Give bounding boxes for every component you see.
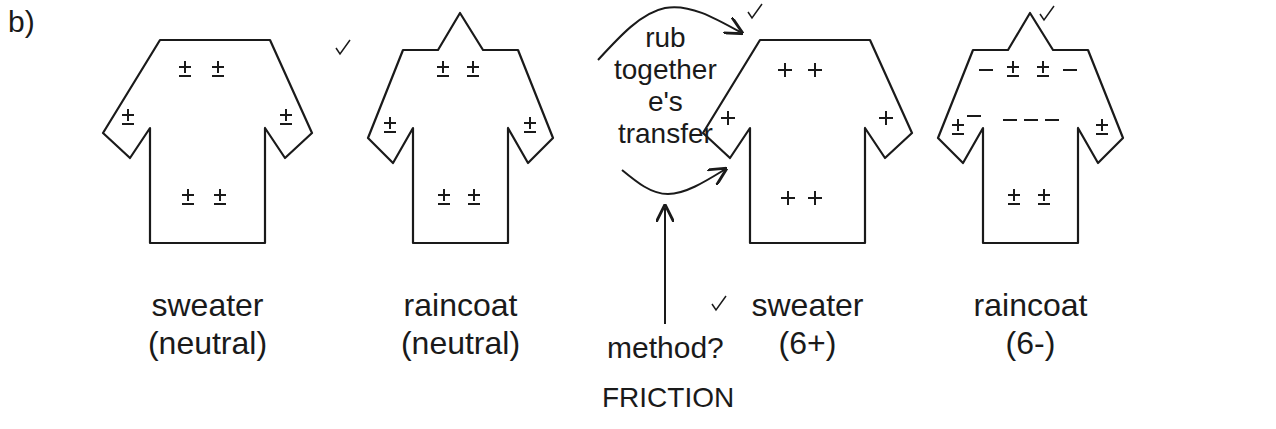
charge-symbol [1037,75,1049,77]
charge-symbol [957,119,959,131]
garment-node: raincoat (neutral) [368,8,553,366]
charge-symbol [285,109,287,121]
raincoat-shape [368,13,553,243]
garment-label: sweater (6+) [751,286,863,362]
charge-symbol [1038,203,1050,205]
charge-symbol [122,123,134,125]
charge-symbol [1007,75,1019,77]
charge-symbol [217,61,219,73]
tick-mark [748,4,762,18]
charge-symbol [219,189,221,201]
charge-symbol [182,203,194,205]
tick-mark [1040,6,1054,20]
charge-symbol [787,191,789,205]
garment-outline [368,8,553,248]
sweater-shape [103,40,312,243]
charge-symbol [814,191,816,205]
charge-symbol [187,189,189,201]
process-note: rub together e's transfer [614,22,717,150]
charge-symbol [179,75,191,77]
charge-symbol [280,123,292,125]
charge-symbol [1008,203,1020,205]
charge-symbol [1013,189,1015,201]
charge-symbol [1012,61,1014,73]
charge-symbol [214,203,226,205]
answer-note: FRICTION [602,382,734,414]
charge-symbol [443,189,445,201]
charge-symbol [1024,119,1038,121]
charge-symbol [438,203,450,205]
charge-symbol [472,61,474,73]
garment-node: sweater (6+) [700,8,915,366]
garment-label: raincoat (6-) [974,286,1088,362]
question-note: method? [607,330,724,365]
charge-symbol [1063,69,1077,71]
charge-symbol [1043,189,1045,201]
charge-symbol [442,61,444,73]
charge-symbol [1045,119,1059,121]
charge-symbol [952,133,964,135]
part-label: b) [8,4,35,39]
tick-mark [712,296,726,310]
garment-outline [938,8,1123,248]
charge-symbol [473,189,475,201]
raincoat-shape [938,13,1123,243]
charge-symbol [384,131,396,133]
charge-symbol [524,131,536,133]
charge-symbol [437,75,449,77]
charge-symbol [1042,61,1044,73]
charge-symbol [967,115,981,117]
charge-symbol [727,111,729,125]
charge-symbol [979,69,993,71]
tick-mark [336,40,350,54]
charge-symbol [1096,133,1108,135]
garment-label: raincoat (neutral) [401,286,520,362]
charge-symbol [468,203,480,205]
garment-outline [100,8,315,248]
garment-label: sweater (neutral) [148,286,267,362]
sweater-shape [703,40,912,243]
charge-symbol [184,61,186,73]
rub-arrow-bottom [622,170,724,194]
leader-arrow [664,208,666,324]
charge-symbol [467,75,479,77]
garment-outline [700,8,915,248]
charge-symbol [1101,119,1103,131]
charge-symbol [529,117,531,129]
charge-symbol [212,75,224,77]
charge-symbol [1003,119,1017,121]
charge-symbol [127,109,129,121]
charge-symbol [389,117,391,129]
charge-symbol [885,111,887,125]
garment-node: sweater (neutral) [100,8,315,366]
garment-node: raincoat (6-) [938,8,1123,366]
charge-symbol [784,63,786,77]
charge-symbol [814,63,816,77]
